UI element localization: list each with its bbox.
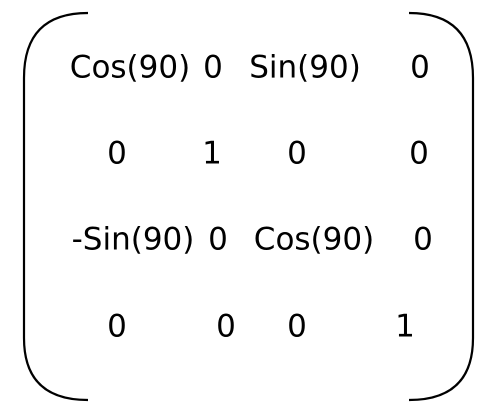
matrix-cell-r0-c0: Cos(90) [69, 49, 191, 86]
matrix-cell-r3-c3: 1 [395, 308, 415, 345]
matrix-cell-r3-c2: 0 [287, 308, 307, 345]
matrix-cell-r3-c0: 0 [107, 308, 127, 345]
matrix-cell-r2-c3: 0 [413, 221, 433, 258]
matrix-cell-r0-c3: 0 [410, 49, 430, 86]
left-bracket [22, 11, 89, 402]
matrix-cell-r1-c2: 0 [287, 135, 307, 172]
matrix-cell-r2-c2: Cos(90) [253, 221, 375, 258]
matrix-cell-r0-c1: 0 [203, 49, 223, 86]
right-bracket [408, 11, 475, 402]
matrix-cell-r1-c3: 0 [409, 135, 429, 172]
matrix-cell-r3-c1: 0 [216, 308, 236, 345]
matrix-cell-r2-c1: 0 [208, 221, 228, 258]
matrix-cell-r1-c1: 1 [202, 135, 222, 172]
matrix-cell-r0-c2: Sin(90) [249, 49, 361, 86]
matrix-cell-r1-c0: 0 [107, 135, 127, 172]
matrix-cell-r2-c0: -Sin(90) [71, 221, 195, 258]
